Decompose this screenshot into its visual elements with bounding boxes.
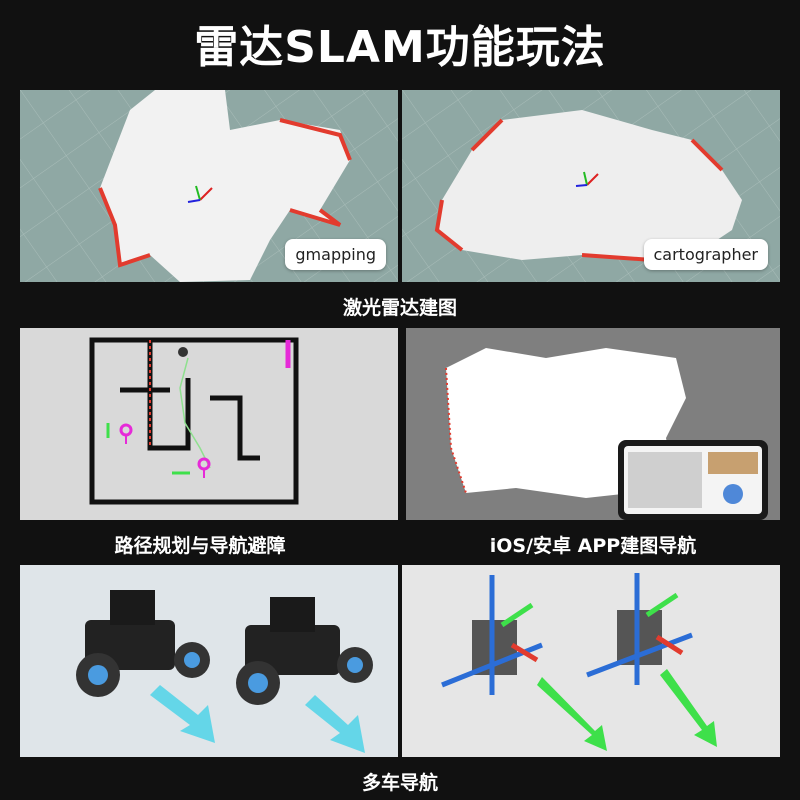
robot-icon xyxy=(178,347,188,357)
page-title: 雷达SLAM功能玩法 xyxy=(194,22,606,73)
robot-car-icon xyxy=(76,590,210,697)
path-planning-caption: 路径规划与导航避障 xyxy=(114,535,286,557)
path-planning-map-image xyxy=(89,337,299,505)
lidar-mapping-caption: 激光雷达建图 xyxy=(342,297,457,319)
app-mapping-caption: iOS/安卓 APP建图导航 xyxy=(489,535,697,557)
cartographer-label: cartographer xyxy=(643,239,768,270)
multi-robot-photo-panel xyxy=(20,565,398,757)
robot-tf-model xyxy=(441,575,607,751)
phone-mockup xyxy=(618,440,768,520)
goal-marker-icon xyxy=(119,423,133,444)
app-mapping-map-image xyxy=(445,348,768,520)
robot-tf-model xyxy=(586,573,717,747)
gmapping-map-panel: gmapping xyxy=(20,90,398,282)
robot-pose-icon xyxy=(187,185,213,203)
multi-robot-photo xyxy=(20,565,398,757)
app-mapping-panel xyxy=(406,328,780,520)
cartographer-map-panel: cartographer xyxy=(402,90,780,282)
multi-robot-caption: 多车导航 xyxy=(361,772,438,794)
gmapping-label: gmapping xyxy=(285,239,386,270)
multi-robot-rviz-image xyxy=(441,573,717,751)
goal-marker-icon xyxy=(197,457,211,478)
robot-car-icon xyxy=(236,597,373,705)
path-planning-panel xyxy=(20,328,398,520)
multi-robot-rviz-panel xyxy=(402,565,780,757)
gmapping-map-image xyxy=(20,90,398,282)
robot-pose-icon xyxy=(575,171,599,187)
